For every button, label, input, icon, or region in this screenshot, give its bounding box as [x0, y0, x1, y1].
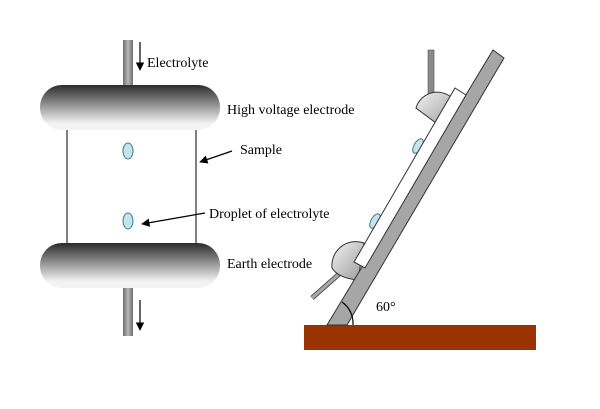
droplet-top	[122, 142, 134, 160]
sample-pointer-arrow	[199, 150, 233, 164]
inclined-bottom-electrode	[331, 241, 365, 281]
base-plate	[304, 325, 536, 350]
droplet-label: Droplet of electrolyte	[209, 207, 330, 222]
droplet-pointer-arrow	[141, 212, 206, 227]
inclined-sample	[353, 87, 467, 269]
vertical-setup: Electrolyte High voltage electrode Sampl…	[40, 40, 355, 336]
high-voltage-electrode-label: High voltage electrode	[227, 103, 355, 118]
earth-electrode	[40, 243, 220, 288]
angle-arc	[341, 301, 354, 326]
droplet-bottom	[122, 212, 134, 230]
earth-electrode-label: Earth electrode	[227, 257, 312, 272]
bottom-electrolyte-rod	[123, 268, 133, 336]
sample-label: Sample	[240, 143, 282, 158]
electrolyte-label: Electrolyte	[147, 56, 208, 71]
inclined-plate	[326, 49, 505, 326]
top-electrolyte-rod	[123, 40, 133, 104]
high-voltage-electrode	[40, 85, 220, 130]
angle-label: 60°	[376, 300, 396, 315]
inclined-setup: 60°	[304, 49, 536, 350]
inclined-top-rod	[427, 49, 435, 97]
